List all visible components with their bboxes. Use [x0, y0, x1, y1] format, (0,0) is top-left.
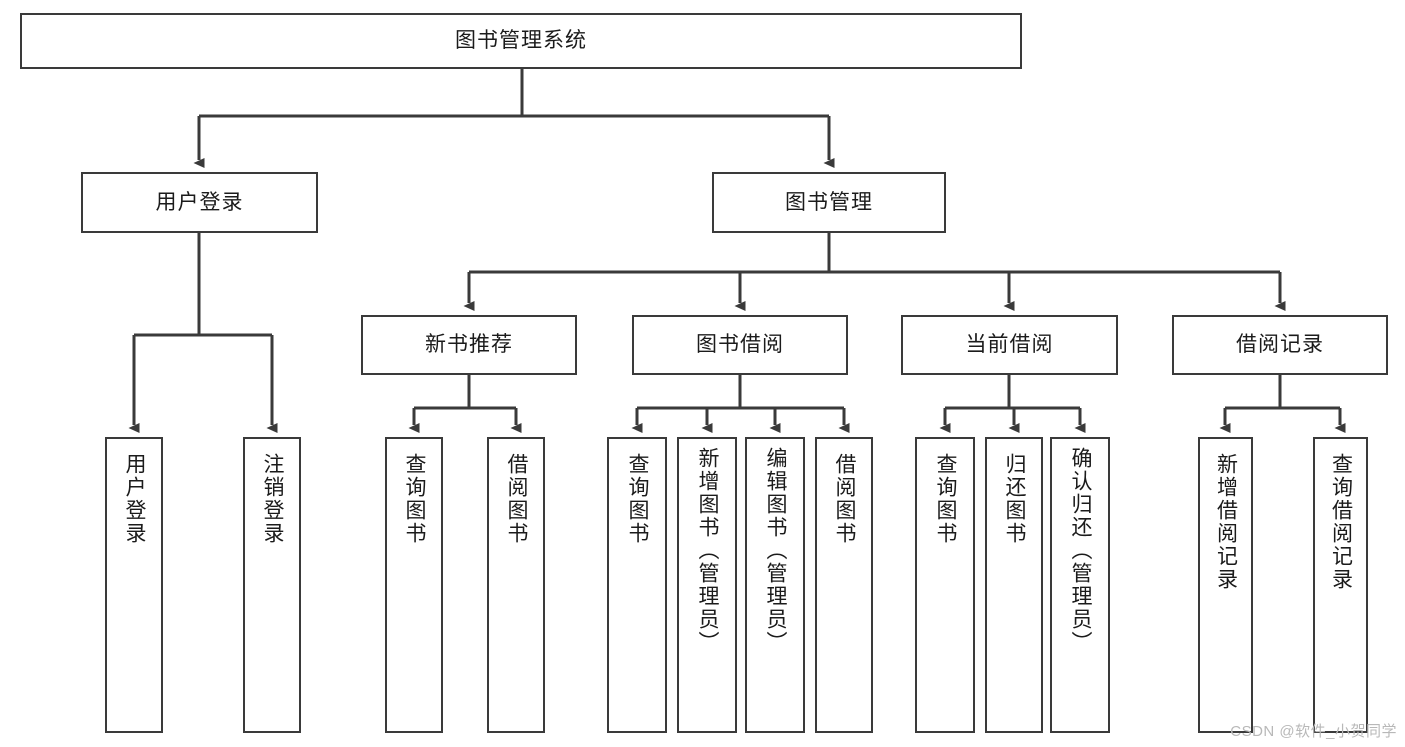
node-user-login[interactable]: 用户登录 — [81, 172, 318, 233]
node-leaf-borrow-book-2[interactable]: 借阅图书 — [815, 437, 873, 733]
node-leaf-borrow-book-1-label: 借阅图书 — [505, 453, 529, 545]
node-leaf-borrow-book-1[interactable]: 借阅图书 — [487, 437, 545, 733]
node-leaf-borrow-book-2-label: 借阅图书 — [833, 453, 857, 545]
node-leaf-edit-book-label: 编辑图书（管理员） — [764, 447, 788, 654]
node-leaf-query-book-3[interactable]: 查询图书 — [915, 437, 975, 733]
node-leaf-logout-label: 注销登录 — [261, 453, 285, 545]
node-leaf-add-record-label: 新增借阅记录 — [1214, 453, 1238, 591]
node-leaf-logout[interactable]: 注销登录 — [243, 437, 301, 733]
node-leaf-query-book-2[interactable]: 查询图书 — [607, 437, 667, 733]
node-leaf-user-login[interactable]: 用户登录 — [105, 437, 163, 733]
node-leaf-confirm-return-label: 确认归还（管理员） — [1069, 447, 1093, 654]
node-leaf-edit-book[interactable]: 编辑图书（管理员） — [745, 437, 805, 733]
node-leaf-return-book-label: 归还图书 — [1003, 453, 1027, 545]
node-book-manage-label: 图书管理 — [785, 190, 873, 214]
node-leaf-query-record[interactable]: 查询借阅记录 — [1313, 437, 1368, 733]
node-borrow-record-label: 借阅记录 — [1236, 333, 1324, 357]
node-leaf-query-record-label: 查询借阅记录 — [1329, 453, 1353, 591]
node-current-borrow-label: 当前借阅 — [965, 333, 1054, 357]
node-leaf-return-book[interactable]: 归还图书 — [985, 437, 1043, 733]
node-leaf-add-record[interactable]: 新增借阅记录 — [1198, 437, 1253, 733]
node-new-book-rec[interactable]: 新书推荐 — [361, 315, 577, 375]
node-leaf-query-book-1[interactable]: 查询图书 — [385, 437, 443, 733]
node-current-borrow[interactable]: 当前借阅 — [901, 315, 1118, 375]
node-new-book-rec-label: 新书推荐 — [425, 333, 513, 357]
node-root[interactable]: 图书管理系统 — [20, 13, 1022, 69]
node-leaf-add-book-label: 新增图书（管理员） — [696, 447, 720, 654]
node-user-login-label: 用户登录 — [155, 190, 244, 214]
node-book-borrow[interactable]: 图书借阅 — [632, 315, 848, 375]
node-leaf-add-book[interactable]: 新增图书（管理员） — [677, 437, 737, 733]
node-book-borrow-label: 图书借阅 — [696, 333, 784, 357]
node-leaf-user-login-label: 用户登录 — [123, 453, 147, 545]
node-leaf-query-book-3-label: 查询图书 — [934, 453, 958, 545]
node-root-label: 图书管理系统 — [455, 29, 587, 53]
node-leaf-query-book-1-label: 查询图书 — [403, 453, 427, 545]
node-book-manage[interactable]: 图书管理 — [712, 172, 946, 233]
node-borrow-record[interactable]: 借阅记录 — [1172, 315, 1388, 375]
node-leaf-confirm-return[interactable]: 确认归还（管理员） — [1050, 437, 1110, 733]
node-leaf-query-book-2-label: 查询图书 — [626, 453, 650, 545]
csdn-watermark: CSDN @软件_小贺同学 — [1230, 723, 1397, 740]
